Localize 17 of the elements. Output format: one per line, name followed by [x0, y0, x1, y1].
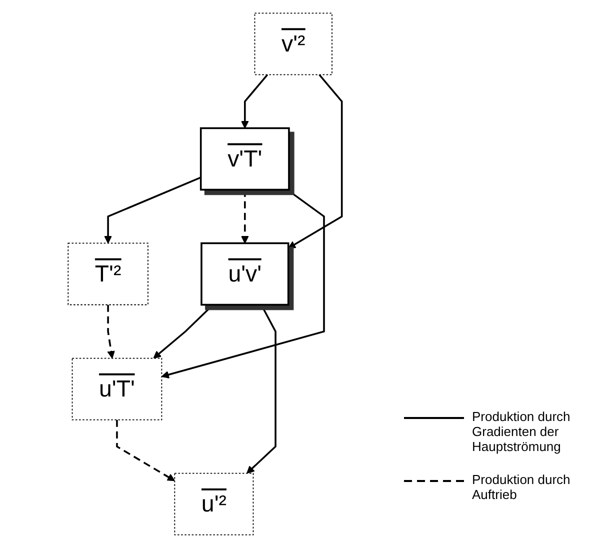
arrow: [116, 420, 176, 482]
arrow: [161, 189, 325, 378]
arrow: [153, 304, 214, 359]
arrow: [104, 176, 202, 244]
node-box: u'T': [72, 358, 162, 420]
arrow: [107, 304, 115, 359]
arrow: [288, 74, 343, 249]
arrow: [246, 304, 276, 474]
arrow: [241, 190, 249, 244]
arrow: [241, 74, 268, 129]
legend-text: Produktion durch Gradienten der Hauptströmung: [472, 409, 572, 454]
node-box: v'T': [200, 127, 290, 191]
node-box: v'²: [254, 12, 332, 76]
node-box: u'v': [200, 242, 290, 306]
node-box: u'²: [174, 472, 254, 536]
legend-text: Produktion durch Auftrieb: [472, 472, 572, 502]
node-box: T'²: [68, 242, 148, 306]
